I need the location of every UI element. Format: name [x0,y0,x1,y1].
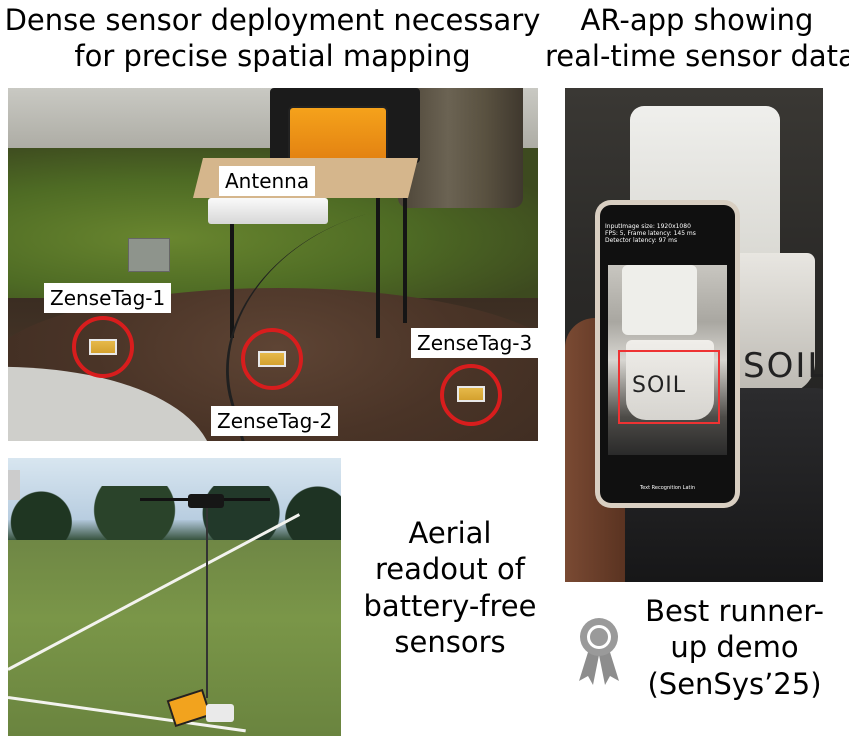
label-antenna: Antenna [219,166,316,196]
caption-aerial-line3: battery-free [363,588,537,623]
caption-aerial: Aerial readout of battery-free sensors [345,515,555,660]
zensetag-2 [258,351,286,367]
caption-ar-line2: real-time sensor data [545,38,849,73]
phone-info-line3: Detector latency: 97 ms [605,237,678,245]
deployment-photo: Antenna ZenseTag-1 ZenseTag-2 ZenseTag-3 [8,88,538,441]
zensetag-3-ring [440,364,502,426]
caption-dense-line1: Dense sensor deployment necessary [4,3,541,37]
tether [206,508,208,698]
pot-label: SOIL [743,346,823,386]
label-zensetag-1: ZenseTag-1 [44,283,172,313]
caption-dense-deployment: Dense sensor deployment necessary for pr… [0,3,545,74]
ground-sensor [206,704,234,722]
chair-leg [376,188,380,338]
caption-award: Best runner- up demo (SenSys’25) [620,593,849,702]
phone-status-bar [605,209,730,217]
zensetag-1-ring [72,316,134,378]
caption-aerial-line2: readout of [375,552,525,587]
camera-view-reader [622,265,697,335]
antenna-device [208,198,328,224]
phone-info-line2: FPS: 5, Frame latency: 145 ms [605,230,696,238]
drone [188,494,224,508]
aerial-photo [8,458,341,736]
camera-view-pot-text: SOIL [632,373,687,398]
phone-info-line1: InputImage size: 1920x1080 [605,223,691,230]
sensor-box [128,238,170,272]
phone-screen: InputImage size: 1920x1080 FPS: 5, Frame… [600,205,735,503]
detection-box [618,350,720,424]
award-ribbon-icon [579,618,619,685]
caption-aerial-line1: Aerial [408,516,492,550]
caption-ar-app: AR-app showing real-time sensor data [545,3,849,74]
caption-aerial-line4: sensors [394,624,506,659]
label-zensetag-2: ZenseTag-2 [211,406,339,436]
caption-award-line1: Best runner- [645,594,824,628]
zensetag-2-ring [241,328,303,390]
caption-dense-line2: for precise spatial mapping [74,38,471,73]
tree-line [8,486,341,546]
phone-info-overlay: InputImage size: 1920x1080 FPS: 5, Frame… [605,223,696,245]
caption-award-line2: up demo [670,630,799,665]
zensetag-1 [89,339,117,355]
chair-leg [403,183,407,323]
zensetag-3 [457,386,485,402]
caption-ar-line1: AR-app showing [580,3,814,37]
phone-bottom-bar: Text Recognition Latin [639,485,696,491]
chair-leg [230,198,234,338]
caption-award-line3: (SenSys’25) [647,666,822,701]
camera-view-pot [626,340,714,420]
label-zensetag-3: ZenseTag-3 [411,328,538,358]
smartphone: InputImage size: 1920x1080 FPS: 5, Frame… [595,200,740,508]
camera-view: SOIL [608,265,727,455]
ar-app-photo: SOIL InputImage size: 1920x1080 FPS: 5, … [565,88,823,582]
